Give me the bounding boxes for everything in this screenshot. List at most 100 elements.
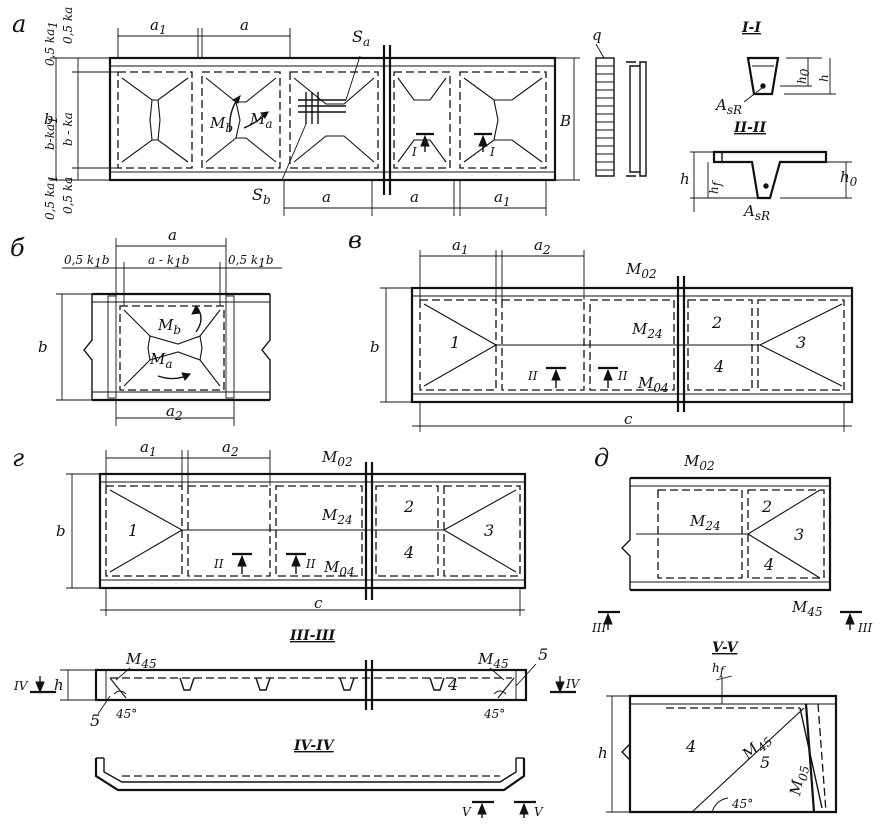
label-AsR-II: AsR — [742, 202, 770, 223]
label-Sb: Sb — [252, 185, 271, 207]
dim-B: B — [555, 57, 580, 181]
svg-text:III: III — [857, 621, 872, 635]
label-M45-d: M45 — [791, 598, 823, 619]
section-V-V: V-V 45° 4 5 M45 M05 h hf — [598, 640, 838, 814]
zone-4-III: 4 — [447, 675, 458, 694]
label-M02-d: M02 — [683, 452, 715, 473]
dim-a-k1b: a - k1b — [148, 253, 189, 270]
deg45-V: 45° — [731, 797, 753, 811]
zone-2-g: 2 — [403, 497, 414, 516]
dim-a-bottom-1: a — [322, 188, 331, 206]
zone-2-v: 2 — [711, 313, 722, 332]
dim-c-g: c — [314, 594, 323, 612]
dim-a2-g: a2 — [222, 438, 239, 459]
rebar-grid — [281, 55, 361, 181]
dim-b-g: b — [56, 522, 66, 540]
panel-label-g: г — [12, 444, 24, 472]
load-q: q — [592, 26, 615, 177]
slab-outline-g — [98, 472, 527, 590]
dim-h-V: h — [598, 744, 608, 762]
slab-outline-a — [108, 56, 557, 182]
dim-a: a — [240, 16, 249, 34]
dim-a1-bottom: a1 — [494, 188, 511, 209]
zone-4-g: 4 — [403, 543, 414, 562]
label-M45-III-right: M45 — [477, 650, 509, 671]
dims-left-a: b 0,5 ka1 0,5 ka b-ka1 b - ka 0,5 ka1 0,… — [43, 7, 118, 220]
svg-text:II: II — [617, 369, 628, 383]
dim-h-II: h — [680, 170, 690, 188]
dim-a2-v: a2 — [534, 236, 551, 257]
cell-a1 — [117, 71, 193, 169]
dim-a1-v: a1 — [452, 236, 469, 257]
label-M04-v: M04 — [637, 374, 669, 395]
dim-a1-g: a1 — [140, 438, 157, 459]
section-IV-IV: IV-IV V V — [94, 738, 544, 819]
svg-text:q: q — [592, 26, 602, 44]
svg-text:V-V: V-V — [712, 640, 740, 656]
slab-outline-v — [410, 286, 854, 404]
svg-text:II-II: II-II — [733, 120, 766, 136]
zone-1-v: 1 — [450, 333, 460, 352]
svg-text:I-I: I-I — [741, 20, 761, 36]
svg-text:I: I — [489, 145, 495, 159]
label-M24-v: M24 — [631, 320, 663, 341]
svg-text:III: III — [591, 621, 606, 635]
panel-b: б Mb Ma a 0,5 k1b a - k1b 0,5 k1b — [10, 226, 282, 426]
dim-h-III: h — [54, 676, 64, 694]
panel-g: г 1 2 3 4 M02 M24 M04 II II — [12, 438, 527, 616]
label-M45-III-left: M45 — [125, 650, 157, 671]
label-Ma-b: Ma — [149, 350, 173, 371]
dim-b-ka: b - ka — [61, 112, 75, 146]
label-Mb-b: Mb — [157, 316, 181, 337]
cell-a4 — [393, 71, 451, 169]
label-Sa: Sa — [352, 27, 370, 49]
svg-text:II: II — [305, 557, 316, 571]
zone-4-V: 4 — [685, 737, 696, 756]
label-M02-g: M02 — [321, 448, 353, 469]
section-mark-II-g: II II — [213, 552, 316, 574]
section-I-I: I-I h0 h AsR — [714, 20, 836, 117]
dim-hf-II: hf — [707, 179, 724, 194]
cell-b — [119, 305, 225, 391]
label-AsR-I: AsR — [714, 96, 742, 117]
zone-4-d: 4 — [763, 555, 774, 574]
panel-d: д M02 M24 2 3 4 M45 III III — [591, 444, 872, 635]
deg45-right: 45° — [483, 707, 505, 721]
panel-label-v: в — [348, 226, 362, 254]
dim-half-k1b-right: 0,5 k1b — [228, 253, 274, 270]
svg-text:IV-IV: IV-IV — [293, 738, 336, 754]
cell-a5 — [459, 71, 547, 169]
svg-text:I: I — [411, 145, 417, 159]
panel-label-d: д — [594, 444, 609, 472]
zone-5-V: 5 — [760, 753, 770, 772]
zone-1-g: 1 — [128, 521, 138, 540]
dim-half-ka-bot: 0,5 ka — [61, 177, 75, 214]
zone-5-right: 5 — [538, 645, 548, 664]
panel-label-b: б — [10, 234, 25, 262]
dim-a1: a1 — [150, 16, 167, 37]
cell-a2 — [201, 71, 281, 169]
svg-text:IV: IV — [13, 679, 29, 693]
svg-text:V: V — [534, 805, 544, 819]
deg45-left: 45° — [115, 707, 137, 721]
panel-v: в 1 2 3 4 M02 M24 M04 II II — [348, 226, 854, 432]
panel-label-a: а — [12, 10, 26, 38]
dims-top-a: a1 a — [117, 16, 291, 58]
dim-half-ka1-bot: 0,5 ka1 — [43, 175, 60, 220]
svg-text:IV: IV — [565, 677, 581, 691]
dim-half-ka-top: 0,5 ka — [61, 7, 75, 44]
dim-a2-b: a2 — [166, 402, 183, 423]
svg-text:B: B — [559, 112, 571, 130]
dim-a-bottom-2: a — [410, 188, 419, 206]
dim-a-b: a — [168, 226, 177, 244]
panel-a: а — [12, 7, 858, 223]
dim-c-v: c — [624, 410, 633, 428]
yield-lines-a — [121, 77, 543, 163]
dim-h-I: h — [817, 74, 831, 82]
label-M05-V: M05 — [786, 763, 812, 798]
section-mark-I: I I — [411, 132, 495, 159]
zone-2-d: 2 — [761, 497, 772, 516]
dim-b-ka1: b-ka1 — [43, 116, 60, 150]
dim-half-ka1-top: 0,5 ka1 — [43, 21, 60, 66]
